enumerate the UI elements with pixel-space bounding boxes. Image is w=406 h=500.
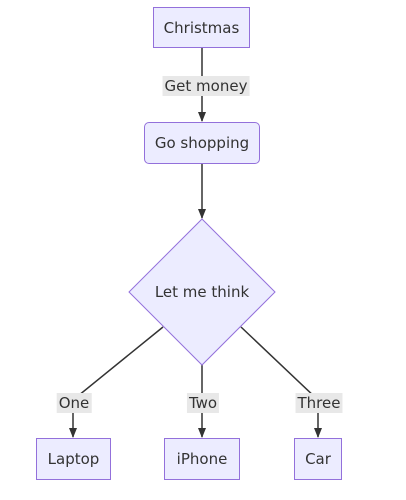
node-iphone-label: iPhone	[176, 450, 228, 468]
edge-think-car	[240, 326, 322, 438]
node-let-me-think-label: Let me think	[154, 283, 250, 301]
node-laptop-label: Laptop	[47, 450, 100, 468]
node-car[interactable]: Car	[294, 438, 342, 480]
node-laptop[interactable]: Laptop	[36, 438, 111, 480]
node-go-shopping[interactable]: Go shopping	[144, 122, 260, 164]
edge-label-get-money: Get money	[162, 76, 250, 96]
decision-diamond-shape	[128, 218, 276, 366]
edge-label-three: Three	[295, 393, 343, 413]
node-let-me-think[interactable]: Let me think	[129, 272, 275, 312]
node-go-shopping-label: Go shopping	[154, 134, 250, 152]
edge-think-laptop	[69, 326, 164, 438]
node-iphone[interactable]: iPhone	[164, 438, 240, 480]
edge-label-two: Two	[186, 393, 220, 413]
node-christmas[interactable]: Christmas	[153, 7, 250, 48]
node-car-label: Car	[305, 450, 331, 468]
edge-label-one: One	[56, 393, 92, 413]
node-christmas-label: Christmas	[163, 18, 240, 37]
